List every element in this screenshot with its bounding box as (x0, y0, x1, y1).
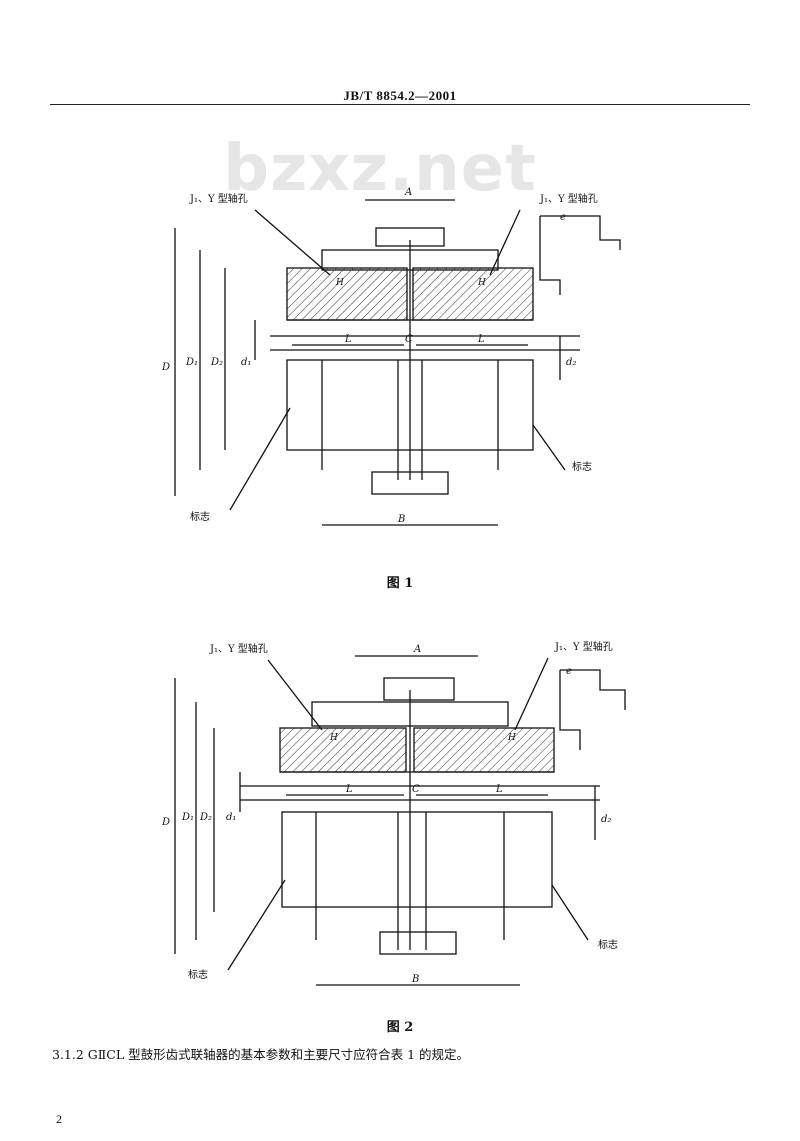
fig2-dim-D: D (161, 817, 170, 828)
fig1-hole-label-right: J₁、Y 型轴孔 (539, 192, 598, 205)
header-rule (50, 104, 750, 105)
fig2-dim-H-left: H (329, 733, 338, 743)
fig1-leader-hole-left (254, 209, 331, 276)
fig2-dim-D2: D₂ (199, 812, 212, 823)
fig1-dim-H-left: H (335, 278, 344, 288)
standard-code-header: JB/T 8854.2—2001 (343, 88, 457, 103)
fig1-right-hub (412, 267, 534, 321)
fig1-dim-D: D (161, 362, 170, 373)
figure-1-caption: 图 1 (386, 576, 414, 591)
fig2-dim-L-right: L (495, 784, 503, 795)
figure-2-caption: 图 2 (386, 1020, 414, 1035)
fig1-leader-mark-right (532, 424, 566, 471)
fig2-mark-label-right: 标志 (598, 938, 618, 951)
fig1-leader-hole-right (489, 209, 521, 276)
fig2-leader-hole-right (514, 657, 549, 731)
fig1-dim-B: B (397, 514, 405, 525)
fig2-hole-label-right: J₁、Y 型轴孔 (554, 640, 613, 653)
fig2-dim-B: B (411, 974, 419, 985)
watermark: bzxz.net (223, 132, 537, 206)
fig2-left-hub (279, 727, 407, 773)
fig2-bottom-bolt (379, 931, 457, 955)
clause-3-1-2: 3.1.2 GⅡCL 型鼓形齿式联轴器的基本参数和主要尺寸应符合表 1 的规定。 (52, 1047, 469, 1062)
fig2-mark-label-left: 标志 (188, 968, 208, 981)
fig2-dim-L-left: L (345, 784, 353, 795)
fig1-top-bolt (375, 227, 445, 247)
fig1-dim-L-right: L (477, 334, 485, 345)
fig2-hole-label-left: J₁、Y 型轴孔 (209, 642, 268, 655)
fig1-left-hub (286, 267, 408, 321)
fig1-dim-e: e (560, 212, 566, 223)
figure-1-drawing: J₁、Y 型轴孔 J₁、Y 型轴孔 A e B C L L D D₁ D₂ d₁… (0, 180, 800, 540)
fig2-dim-C: C (412, 784, 420, 795)
fig1-hole-label-left: J₁、Y 型轴孔 (189, 192, 248, 205)
fig1-dim-C: C (405, 334, 413, 345)
fig2-leader-hole-left (267, 659, 323, 731)
fig1-leader-mark-left (229, 407, 291, 511)
fig2-dim-A: A (413, 644, 421, 655)
fig2-leader-mark-right (551, 884, 589, 941)
fig2-right-hub (413, 727, 555, 773)
figure-1-svg: J₁、Y 型轴孔 J₁、Y 型轴孔 A e B C L L D D₁ D₂ d₁… (161, 187, 621, 526)
fig1-dim-L-left: L (344, 334, 352, 345)
fig2-dim-H-right: H (507, 733, 516, 743)
fig2-dim-D1: D₁ (181, 812, 194, 823)
fig2-dim-d1: d₁ (226, 812, 236, 823)
fig1-dim-D1: D₁ (185, 357, 198, 368)
fig2-top-bolt (383, 677, 455, 701)
fig1-mark-label-left: 标志 (190, 510, 210, 523)
fig1-dim-d1: d₁ (241, 357, 251, 368)
fig2-dim-e: e (566, 666, 572, 677)
fig2-dim-d2: d₂ (601, 814, 611, 825)
fig1-bottom-bolt (371, 471, 449, 495)
fig1-dim-H-right: H (477, 278, 486, 288)
fig1-mark-label-right: 标志 (572, 460, 592, 473)
fig1-dim-D2: D₂ (210, 357, 223, 368)
fig2-leader-mark-left (227, 879, 286, 971)
fig1-dim-A: A (404, 187, 412, 198)
figure-2-drawing: J₁、Y 型轴孔 J₁、Y 型轴孔 A e B C L L D D₁ D₂ d₁… (0, 640, 800, 1000)
page-number: 2 (56, 1112, 62, 1126)
figure-2-svg: J₁、Y 型轴孔 J₁、Y 型轴孔 A e B C L L D D₁ D₂ d₁… (161, 640, 626, 986)
fig1-dim-d2: d₂ (566, 357, 576, 368)
